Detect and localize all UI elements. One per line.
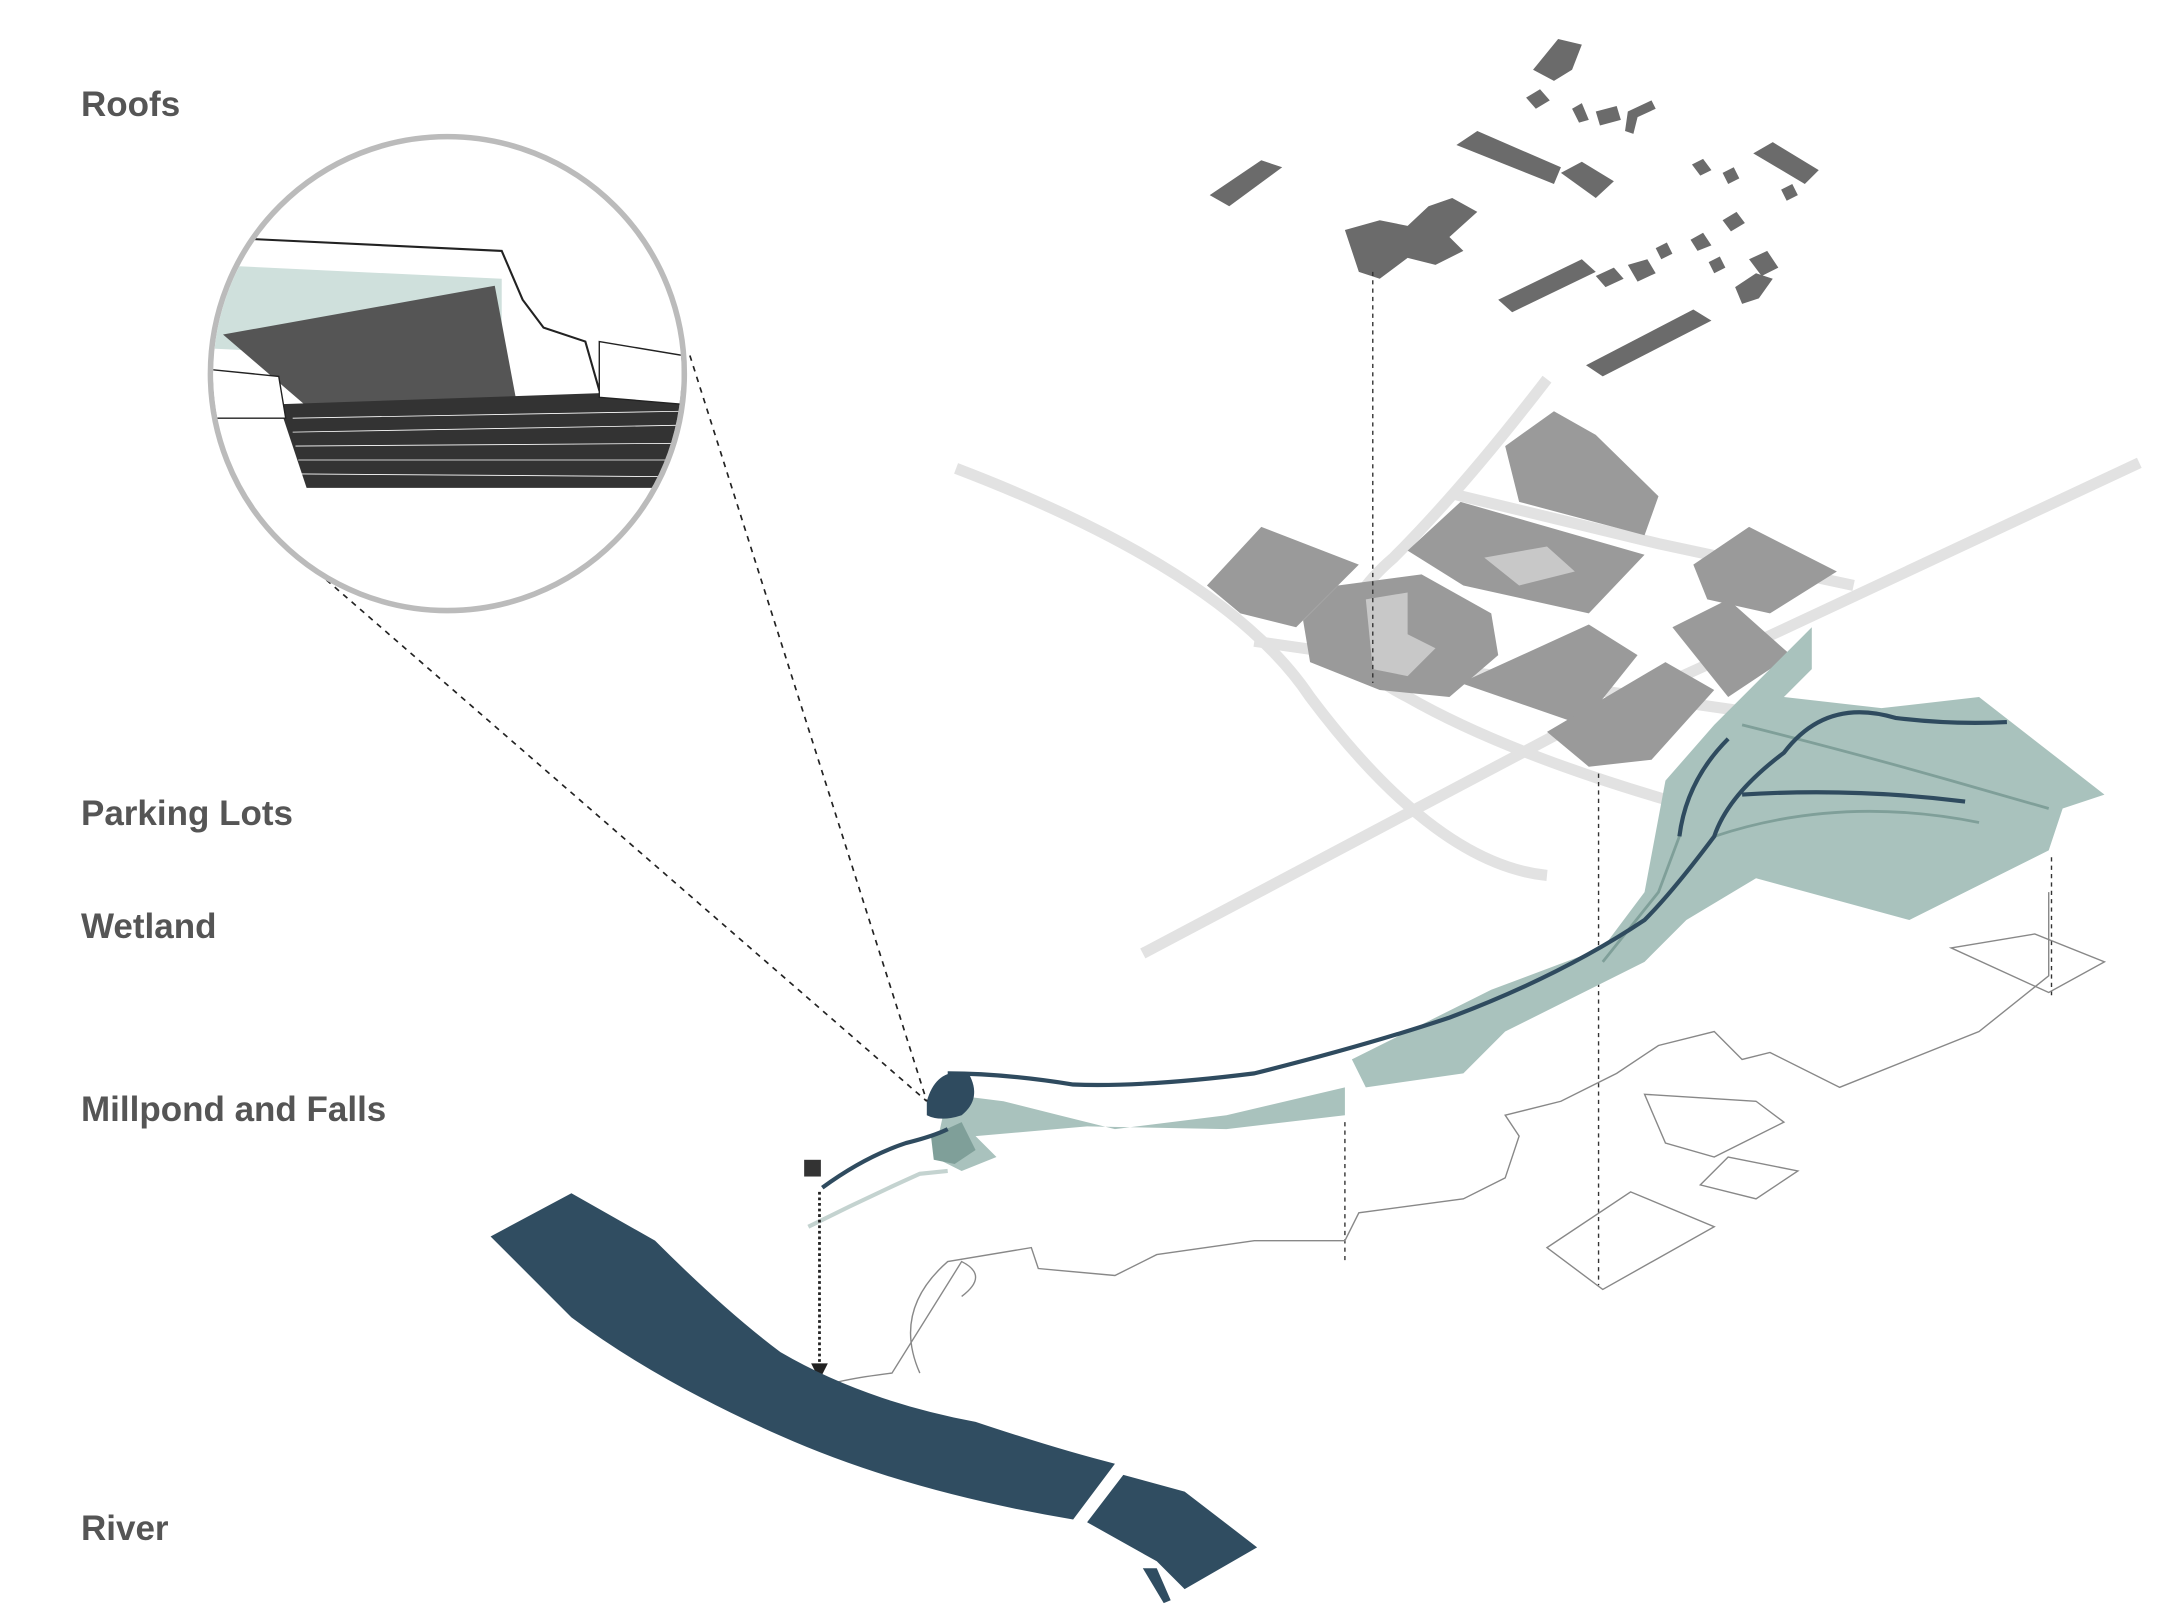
parking-layer (1206, 411, 1837, 767)
wetland-layer (930, 627, 2105, 1171)
falls-detail-drawing (213, 235, 682, 488)
stream-network (821, 710, 2008, 1190)
detail-callout (207, 133, 928, 1102)
millpond (926, 1072, 975, 1119)
layer-label-wetland: Wetland (81, 907, 217, 946)
site-outlines (821, 892, 2107, 1388)
layer-label-millpond-and-falls: Millpond and Falls (81, 1090, 387, 1129)
layer-label-roofs: Roofs (81, 85, 181, 124)
river-layer (490, 1193, 1258, 1604)
layer-label-river: River (81, 1509, 169, 1548)
falls-channel (807, 1168, 948, 1229)
drop-arrow (804, 1159, 828, 1381)
projection-lines (1344, 271, 2053, 1286)
roofs-layer (1209, 39, 1819, 377)
layer-label-parking-lots: Parking Lots (81, 794, 293, 833)
